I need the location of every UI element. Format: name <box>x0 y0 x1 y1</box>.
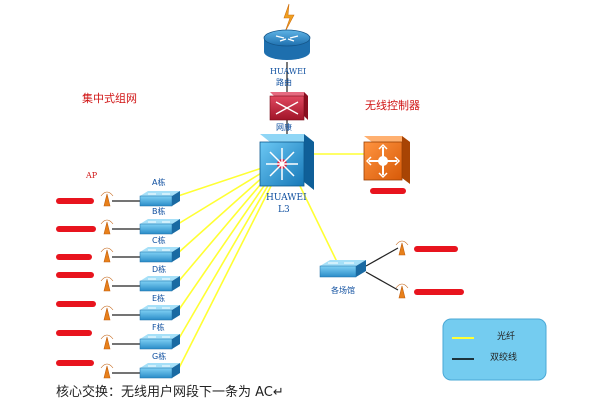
redactions <box>56 188 464 366</box>
ap-g-icon <box>100 363 114 379</box>
fiber-link-c <box>177 175 265 254</box>
fiber-link-g <box>177 183 273 371</box>
diagram-title: 集中式组网 <box>82 92 137 105</box>
fiber-link-d <box>177 177 267 283</box>
legend-lines <box>442 318 547 381</box>
building-label-c: C栋 <box>152 236 166 245</box>
controller-label: 无线控制器 <box>365 99 420 112</box>
access-switch-a-icon <box>139 191 180 207</box>
internet-lightning-icon <box>283 3 295 33</box>
access-switch-e-icon <box>139 305 180 321</box>
firewall-label: 网康 <box>276 123 292 132</box>
access-switch-c-icon <box>139 247 180 263</box>
ap-e-icon <box>100 305 114 321</box>
access-switch-d-icon <box>139 276 180 292</box>
access-switches <box>139 191 366 379</box>
fiber-links <box>177 153 364 371</box>
venue-label: 各场馆 <box>331 286 355 295</box>
ap-f-icon <box>100 334 114 350</box>
ap-a-icon <box>100 191 114 207</box>
fiber-link-f <box>177 181 271 341</box>
router-caption: 路由 <box>276 78 292 87</box>
fiber-link-b <box>177 171 264 225</box>
building-label-g: G栋 <box>152 352 167 361</box>
building-label-a: A栋 <box>152 178 166 187</box>
firewall-icon <box>269 92 308 121</box>
building-label-e: E栋 <box>152 294 166 303</box>
router-label: HUAWEI <box>270 67 307 76</box>
footer-text: 核心交换：无线用户网段下一条为 AC↵ <box>56 385 284 400</box>
ap-header: AP <box>86 171 98 180</box>
ap-d-icon <box>100 276 114 292</box>
fiber-link-a <box>177 167 263 197</box>
fiber-link-e <box>177 179 269 312</box>
access-switch-b-icon <box>139 219 180 235</box>
legend-fiber-label: 光纤 <box>497 332 516 342</box>
venue-switch-icon <box>319 260 366 278</box>
access-points <box>100 191 409 379</box>
legend-twisted-pair-label: 双绞线 <box>490 353 518 363</box>
twisted-pair-links <box>112 200 399 374</box>
ap-venue-2-icon <box>395 283 409 299</box>
access-switch-g-icon <box>139 363 180 379</box>
access-switch-f-icon <box>139 334 180 350</box>
ap-b-icon <box>100 219 114 235</box>
ap-venue-1-icon <box>395 240 409 256</box>
fiber-link-venue <box>299 185 341 269</box>
wireless-controller-icon <box>363 136 410 184</box>
building-label-d: D栋 <box>152 265 167 274</box>
core-switch-label-1: HUAWEI <box>266 193 307 203</box>
building-label-b: B栋 <box>152 207 166 216</box>
building-label-f: F栋 <box>152 323 165 332</box>
router-icon <box>263 29 311 60</box>
core-switch-label-2: L3 <box>278 205 290 215</box>
core-switch-icon <box>259 134 314 190</box>
ap-c-icon <box>100 247 114 263</box>
